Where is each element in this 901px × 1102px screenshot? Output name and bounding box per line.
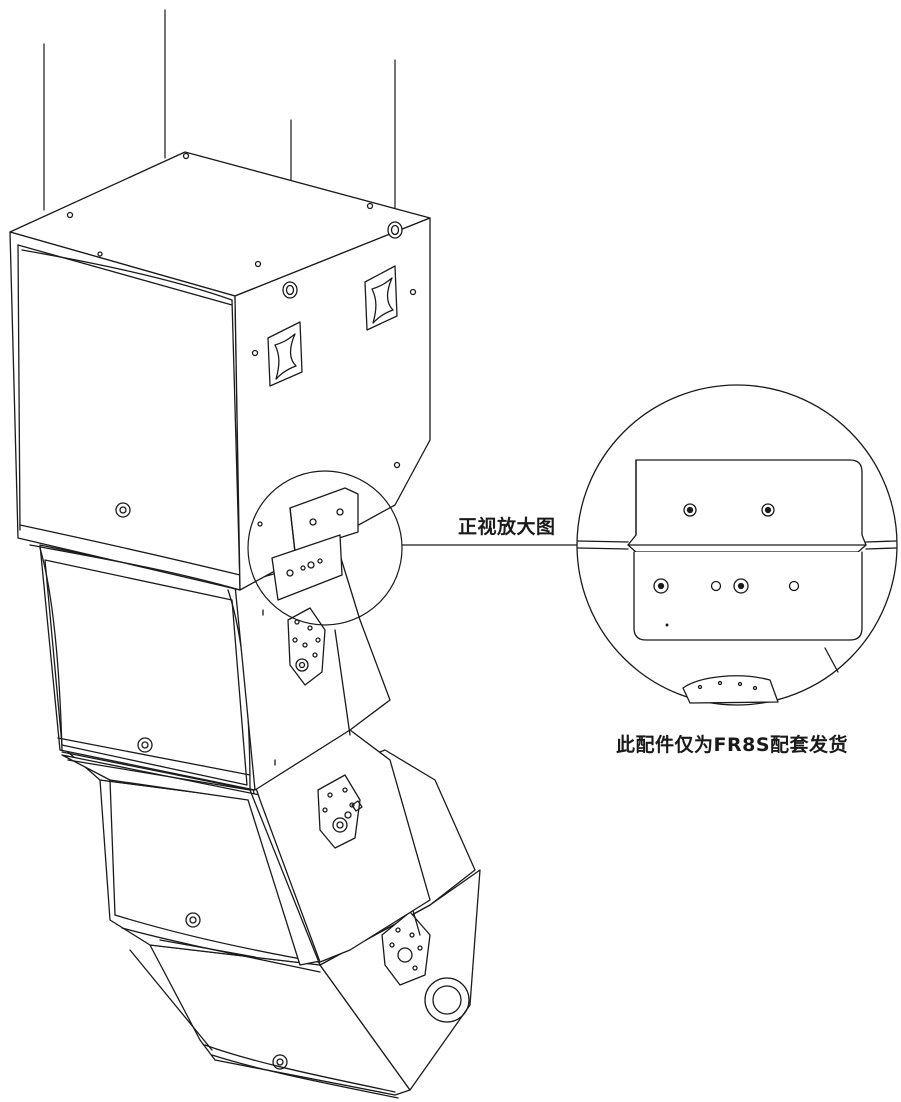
line-array-cabinet-1 xyxy=(39,544,391,791)
screw xyxy=(653,578,669,594)
handle-left xyxy=(267,321,303,387)
eye-bolt xyxy=(387,221,403,239)
hole xyxy=(710,580,722,592)
accessory-note: 此配件仅为FR8S配套发货 xyxy=(616,734,849,756)
handle-right xyxy=(364,265,398,331)
zoom-view-label: 正视放大图 xyxy=(458,516,556,538)
subwoofer-cabinet xyxy=(9,151,431,591)
zoom-detail xyxy=(576,384,898,706)
detail-source-circle xyxy=(247,470,403,626)
eye-bolt xyxy=(282,281,298,299)
screw xyxy=(761,503,775,517)
screw xyxy=(683,503,697,517)
hole xyxy=(788,580,800,592)
screw xyxy=(733,578,749,594)
rigging-bracket xyxy=(271,487,359,601)
